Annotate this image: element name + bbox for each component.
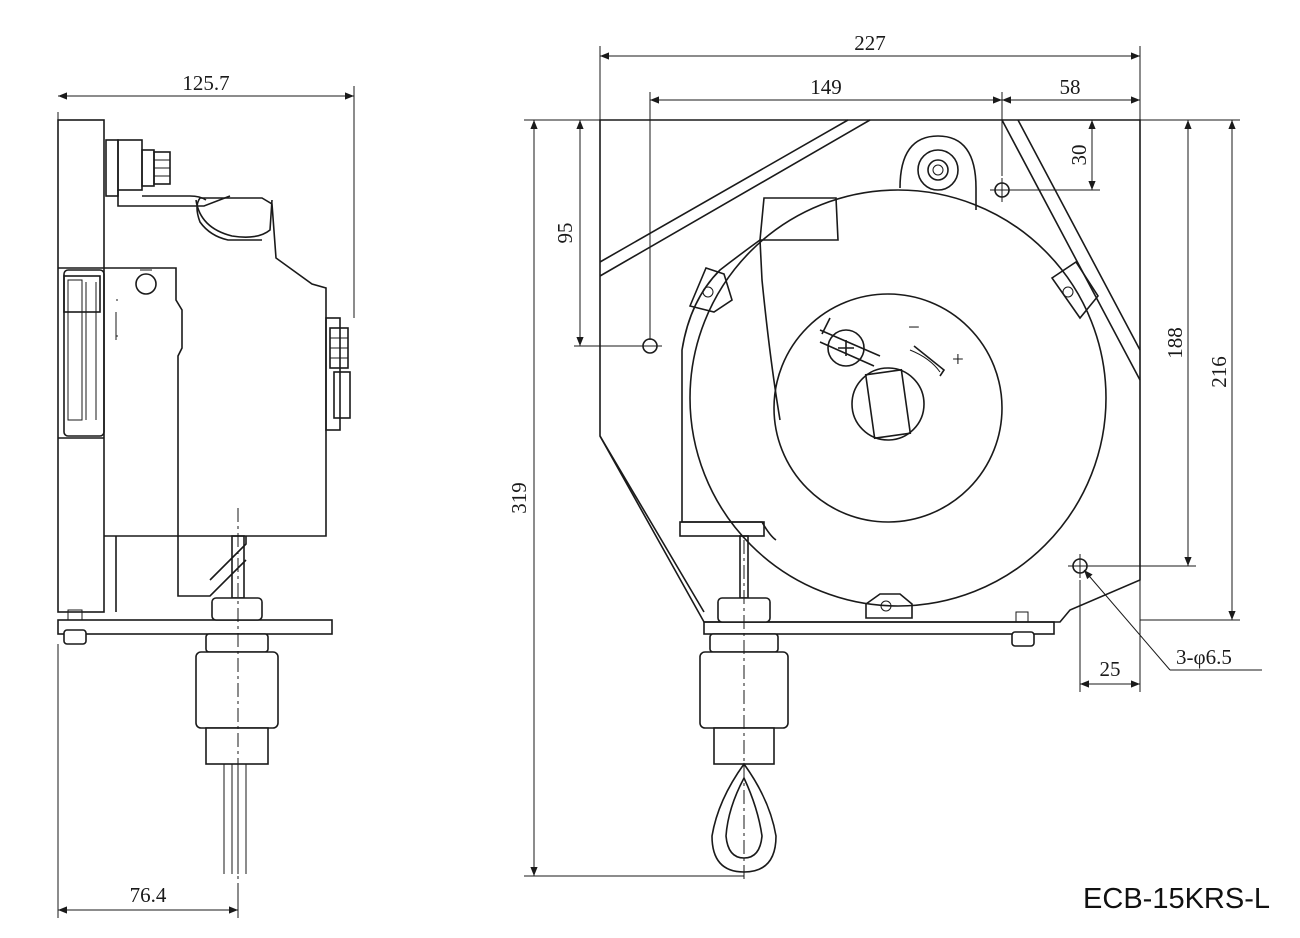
dim-top-offset: 30 bbox=[1067, 145, 1091, 166]
dim-bottom-offset: 25 bbox=[1100, 657, 1121, 681]
dim-side-offset: 76.4 bbox=[130, 883, 167, 907]
hole-callout: 3-φ6.5 bbox=[1176, 645, 1232, 669]
side-view: 125.7 76.4 bbox=[57, 71, 355, 918]
model-label: ECB-15KRS-L bbox=[1083, 883, 1270, 915]
mounting-hole-bottom bbox=[1068, 554, 1092, 578]
dim-width-right: 58 bbox=[1060, 75, 1081, 99]
spring-minus-label: − bbox=[908, 315, 920, 339]
dim-total-height: 319 bbox=[507, 482, 531, 514]
dim-side-width: 125.7 bbox=[182, 71, 229, 95]
dim-width-left: 149 bbox=[810, 75, 842, 99]
mounting-hole-top bbox=[990, 178, 1014, 202]
front-view: − + 227 bbox=[507, 31, 1262, 880]
dim-height-188: 188 bbox=[1163, 327, 1187, 359]
dim-overall-width: 227 bbox=[854, 31, 886, 55]
dim-left-hole: 95 bbox=[553, 223, 577, 244]
spring-plus-label: + bbox=[952, 347, 964, 371]
dim-height-216: 216 bbox=[1207, 356, 1231, 388]
